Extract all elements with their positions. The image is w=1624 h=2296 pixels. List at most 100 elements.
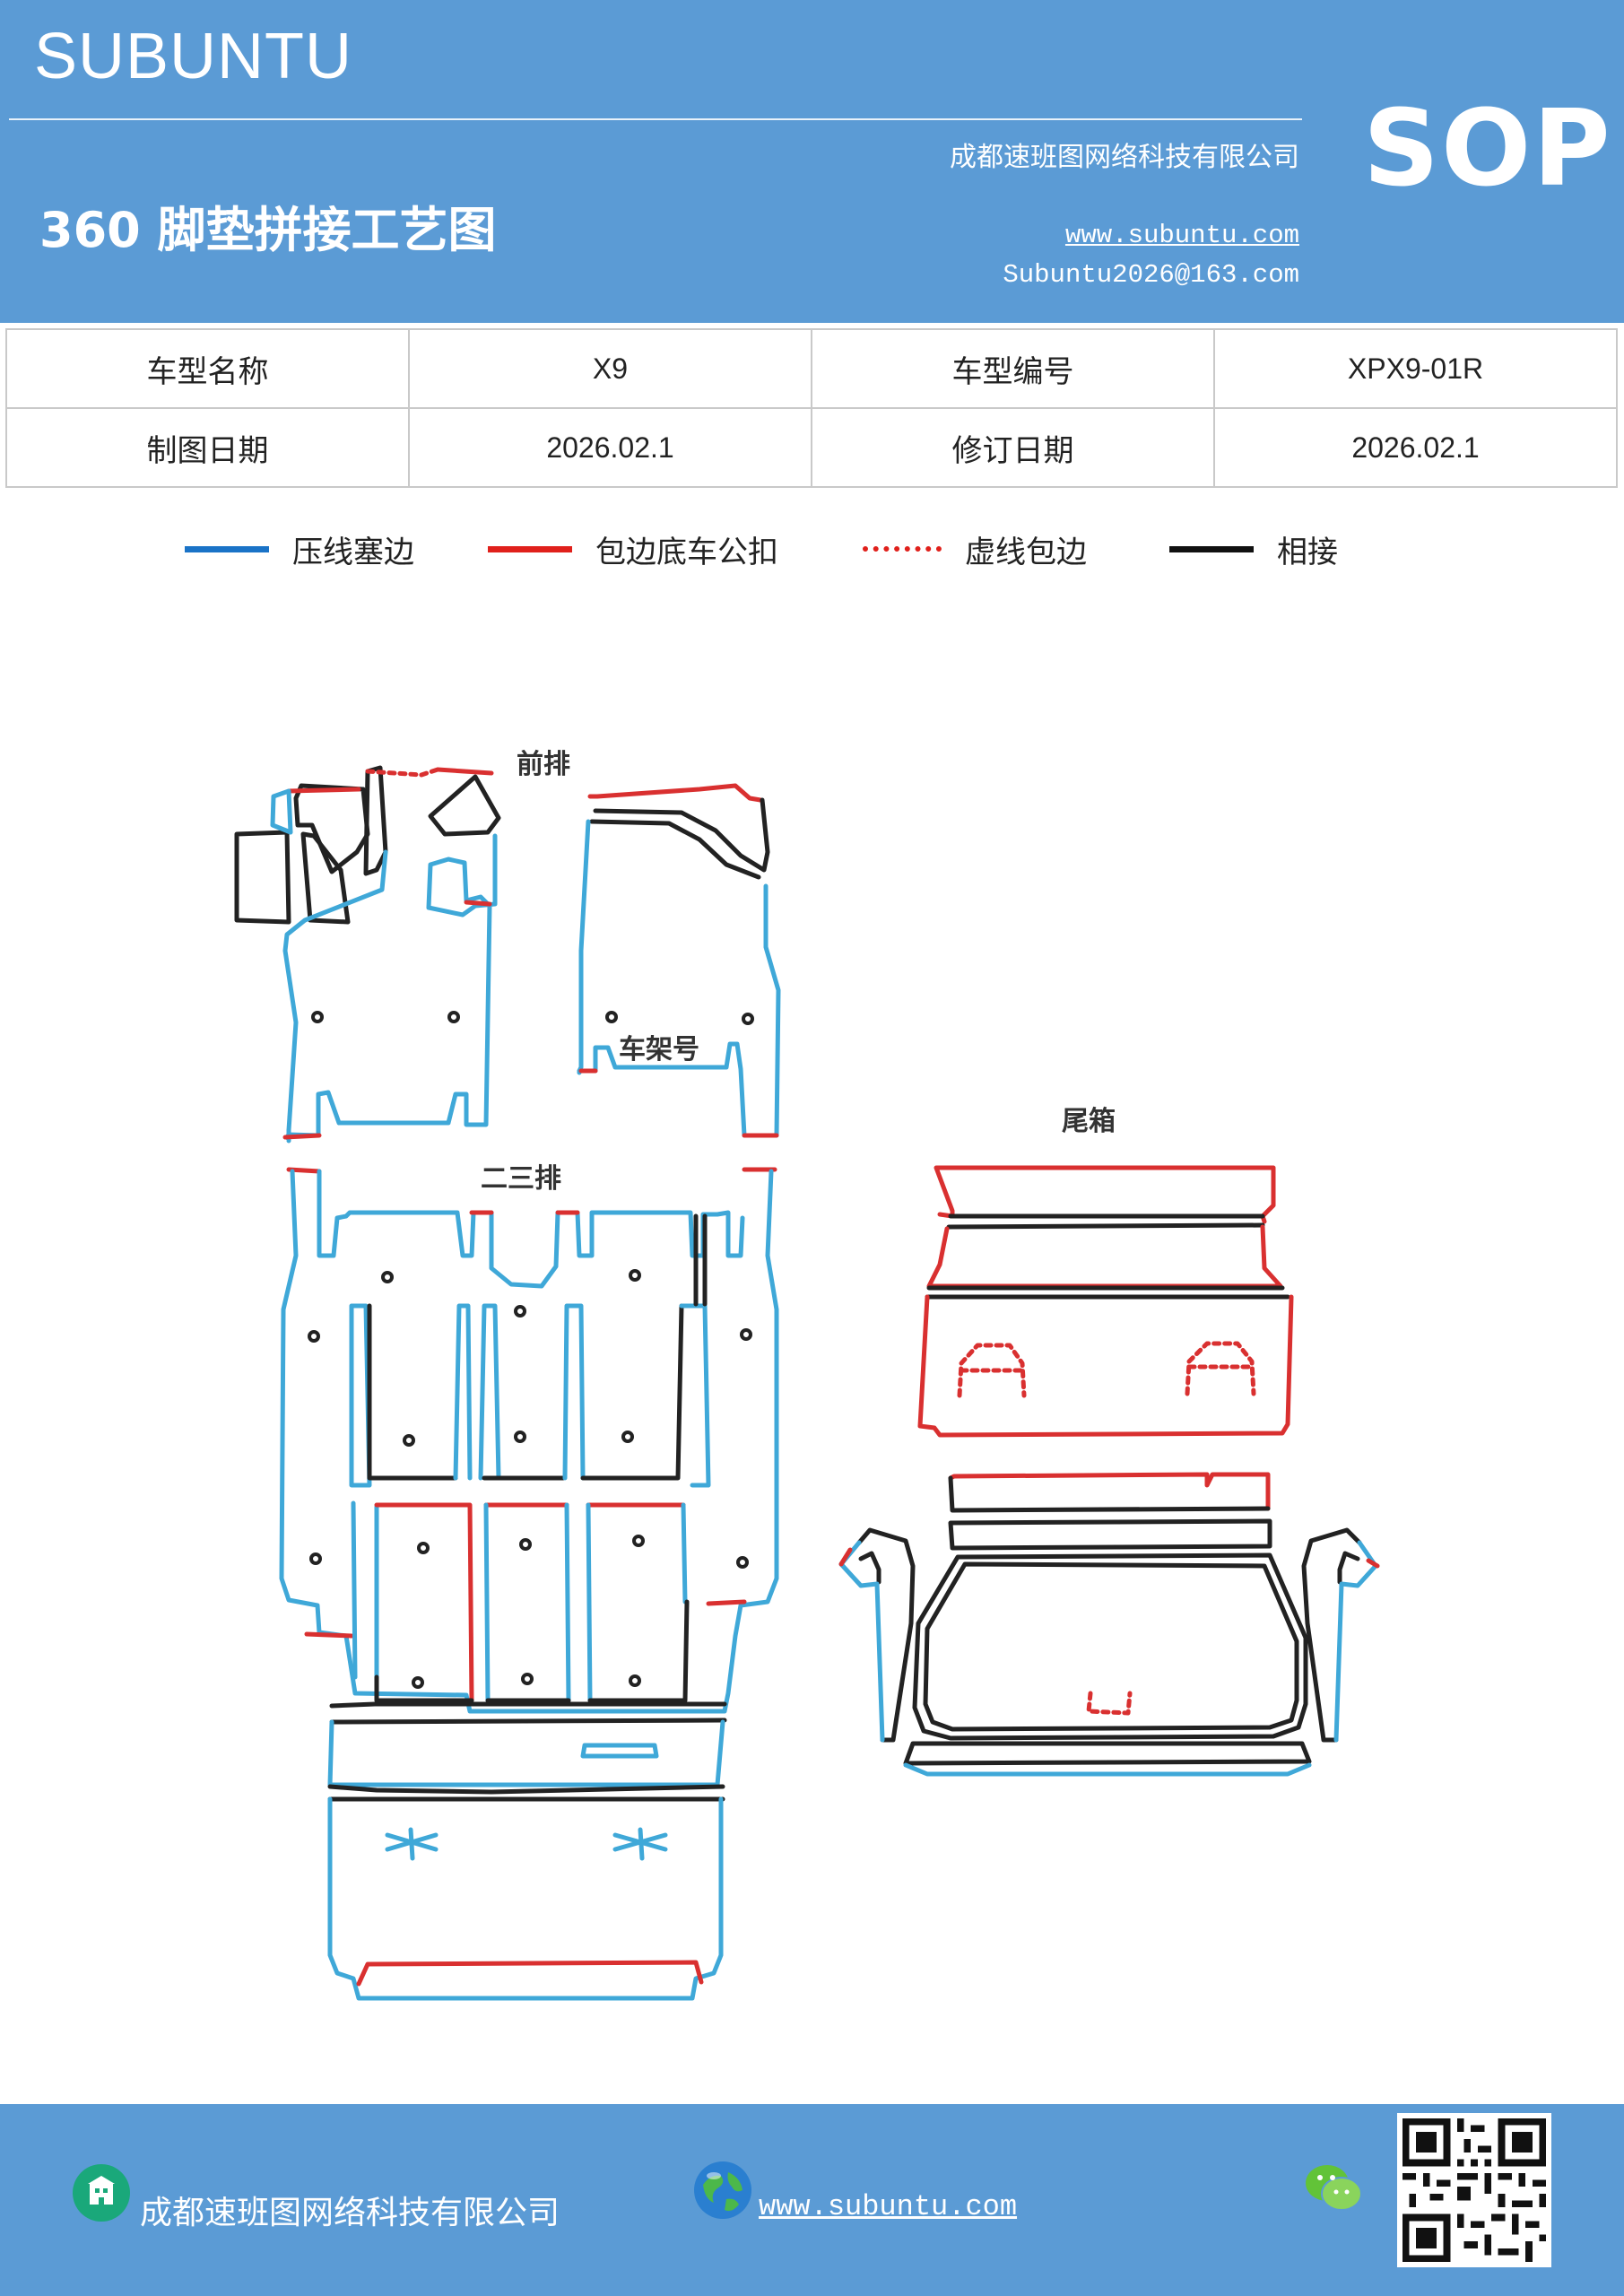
footer-website-link[interactable]: www.subuntu.com	[759, 2190, 1018, 2223]
front-left-mat	[234, 765, 501, 1144]
trunk-upper-mat	[917, 1165, 1294, 1438]
press-line-blue	[483, 1502, 571, 1703]
edge-red	[282, 1133, 322, 1140]
mat-hole	[519, 1538, 532, 1551]
seam-black	[946, 1222, 1265, 1230]
legend-item-dotted-edge: 虚线包边	[863, 524, 1087, 574]
floor-mat-diagram: 前排 车架号 二三排 尾箱	[234, 749, 1380, 2001]
press-line-blue	[453, 1303, 473, 1481]
label-front-row: 前排	[517, 749, 570, 780]
edge-red	[374, 1502, 474, 1703]
seam-black	[349, 1303, 372, 1488]
legend-label: 压线塞边	[292, 534, 414, 570]
mat-hole	[514, 1305, 526, 1318]
edge-red	[838, 1547, 853, 1567]
seam-black	[300, 831, 351, 925]
legend-item-joint: 相接	[1169, 524, 1338, 574]
edge-red	[286, 787, 361, 794]
legend-swatch-red-dotted	[863, 546, 942, 552]
mat-hole	[381, 1271, 394, 1283]
seam-black	[856, 1527, 916, 1743]
press-line-blue	[612, 1827, 668, 1861]
seam-black	[587, 1599, 690, 1703]
legend-label: 包边底车公扣	[595, 534, 778, 570]
edge-red	[304, 1631, 354, 1639]
table-row: 车型名称 X9 车型编号 XPX9-01R	[5, 328, 1618, 409]
seam-black	[580, 1303, 684, 1481]
seam-black	[948, 1518, 1272, 1551]
qr-code-icon[interactable]	[1397, 2113, 1551, 2267]
edge-red	[1366, 1558, 1380, 1569]
press-line-blue	[282, 833, 498, 1138]
table-value: XPX9-01R	[1213, 328, 1618, 409]
wechat-icon[interactable]	[1302, 2160, 1365, 2217]
trunk-lower-mat	[838, 1472, 1380, 1777]
label-second-third-row: 二三排	[481, 1163, 561, 1195]
press-line-blue	[327, 1796, 724, 2001]
mat-hole	[629, 1674, 641, 1687]
seam-black	[293, 783, 370, 874]
edge-red	[587, 783, 763, 803]
mat-hole	[742, 1013, 754, 1025]
mat-hole	[621, 1431, 634, 1443]
mat-hole	[736, 1556, 749, 1569]
press-line-blue	[385, 1827, 439, 1861]
website-link[interactable]: www.subuntu.com	[1064, 221, 1299, 250]
mat-hole	[417, 1542, 430, 1554]
seam-black	[464, 900, 492, 907]
edge-red	[706, 1599, 747, 1606]
press-line-blue	[478, 1303, 501, 1481]
legend-swatch-blue	[185, 545, 269, 552]
seam-black	[327, 1784, 725, 1795]
table-value: 2026.02.1	[408, 407, 812, 488]
press-line-blue	[580, 1743, 659, 1759]
table-label: 制图日期	[5, 407, 410, 488]
press-line-blue	[838, 1540, 885, 1743]
seam-black	[1301, 1527, 1362, 1743]
seam-black	[329, 1718, 727, 1725]
footer-company-name: 成都速班图网络科技有限公司	[140, 2195, 560, 2231]
mat-hole	[412, 1676, 424, 1689]
table-value: X9	[408, 328, 812, 409]
page-title: 360 脚垫拼接工艺图	[39, 202, 497, 258]
press-line-blue	[1333, 1540, 1378, 1743]
edge-red	[435, 767, 494, 776]
sop-badge: SOP	[1363, 86, 1612, 210]
mat-hole	[403, 1434, 415, 1447]
seam-black	[948, 1475, 1271, 1513]
seam-black	[693, 1213, 708, 1307]
table-value: 2026.02.1	[1213, 407, 1618, 488]
mat-hole	[309, 1552, 322, 1565]
mat-hole	[740, 1328, 752, 1341]
press-line-blue	[270, 788, 293, 835]
company-name: 成都速班图网络科技有限公司	[950, 142, 1299, 173]
mat-hole	[521, 1673, 534, 1685]
seam-black	[903, 1741, 1312, 1766]
edge-red-dotted	[1086, 1691, 1133, 1716]
table-label: 修订日期	[811, 407, 1215, 488]
press-line-blue	[577, 819, 781, 1138]
edge-red	[934, 1165, 1276, 1224]
mat-hole	[311, 1011, 324, 1023]
globe-icon	[694, 2161, 751, 2219]
legend: 压线塞边 包边底车公扣 虚线包边 相接	[0, 524, 1624, 578]
front-right-mat	[577, 783, 781, 1138]
seam-black	[858, 1551, 881, 1585]
seam-black	[234, 830, 291, 925]
brand-logo-text: SUBUNTU	[34, 21, 353, 92]
press-line-blue	[903, 1762, 1312, 1777]
label-trunk: 尾箱	[1062, 1106, 1116, 1137]
press-line-blue	[351, 1500, 379, 1680]
seam-black	[363, 765, 388, 876]
table-label: 车型名称	[5, 328, 410, 409]
label-frame-number: 车架号	[619, 1034, 699, 1065]
legend-item-edge-clip: 包边底车公扣	[488, 524, 778, 574]
mat-hole	[447, 1011, 460, 1023]
press-line-blue	[327, 1719, 725, 1787]
edge-red	[356, 1960, 704, 1987]
press-line-blue	[586, 1502, 688, 1703]
press-line-blue	[562, 1303, 586, 1481]
seam-black	[329, 1701, 727, 1709]
mat-hole	[632, 1535, 645, 1547]
mat-hole	[605, 1011, 618, 1023]
